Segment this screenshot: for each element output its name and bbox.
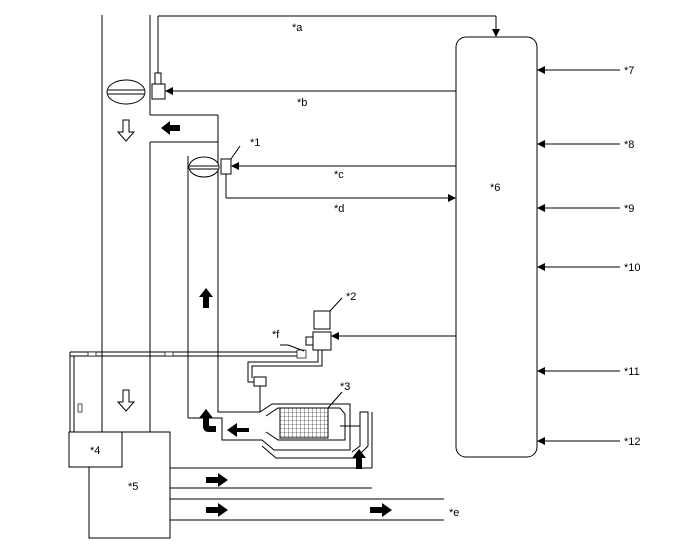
part1-sensor-icon xyxy=(220,145,241,198)
label-part7: *7 xyxy=(624,65,634,77)
signal-a-line xyxy=(157,15,500,73)
part-f-hose xyxy=(69,344,307,432)
filled-flow-arrow-icon xyxy=(206,503,228,517)
hollow-flow-arrow-icon xyxy=(116,119,136,142)
label-part3: *3 xyxy=(340,381,350,393)
label-part2: *2 xyxy=(346,291,356,303)
hollow-flow-arrow-icon xyxy=(116,389,136,412)
label-sig-c: *c xyxy=(334,169,344,181)
filled-flow-arrow-icon xyxy=(370,503,392,517)
label-part4: *4 xyxy=(90,445,100,457)
label-sig-e: *e xyxy=(449,507,459,519)
filled-flow-arrow-icon xyxy=(206,473,228,487)
label-part12: *12 xyxy=(624,436,641,448)
filled-flow-arrow-icon xyxy=(199,409,216,432)
label-sig-f: *f xyxy=(272,329,280,341)
upper-sensor-icon xyxy=(151,72,166,100)
filled-flow-arrow-icon xyxy=(227,423,249,437)
label-part6: *6 xyxy=(490,182,500,194)
label-part5: *5 xyxy=(128,481,138,493)
label-part9: *9 xyxy=(624,203,634,215)
part6-ecu-box xyxy=(455,36,538,458)
label-part8: *8 xyxy=(624,139,634,151)
lower-throttle-valve xyxy=(188,156,220,178)
label-part10: *10 xyxy=(624,262,641,274)
filled-flow-arrow-icon xyxy=(352,449,366,469)
label-sig-a: *a xyxy=(292,22,303,34)
exhaust-pipes xyxy=(170,412,444,521)
part2-valve-icon xyxy=(305,297,343,351)
label-sig-b: *b xyxy=(297,97,307,109)
label-sig-d: *d xyxy=(334,203,344,215)
upper-throttle-valve xyxy=(106,79,146,105)
label-part11: *11 xyxy=(624,366,640,378)
label-part1: *1 xyxy=(250,137,260,149)
flow-arrows xyxy=(116,119,392,517)
filled-flow-arrow-icon xyxy=(161,121,180,135)
part3-catalyst-icon xyxy=(188,391,369,459)
filled-flow-arrow-icon xyxy=(199,288,213,308)
